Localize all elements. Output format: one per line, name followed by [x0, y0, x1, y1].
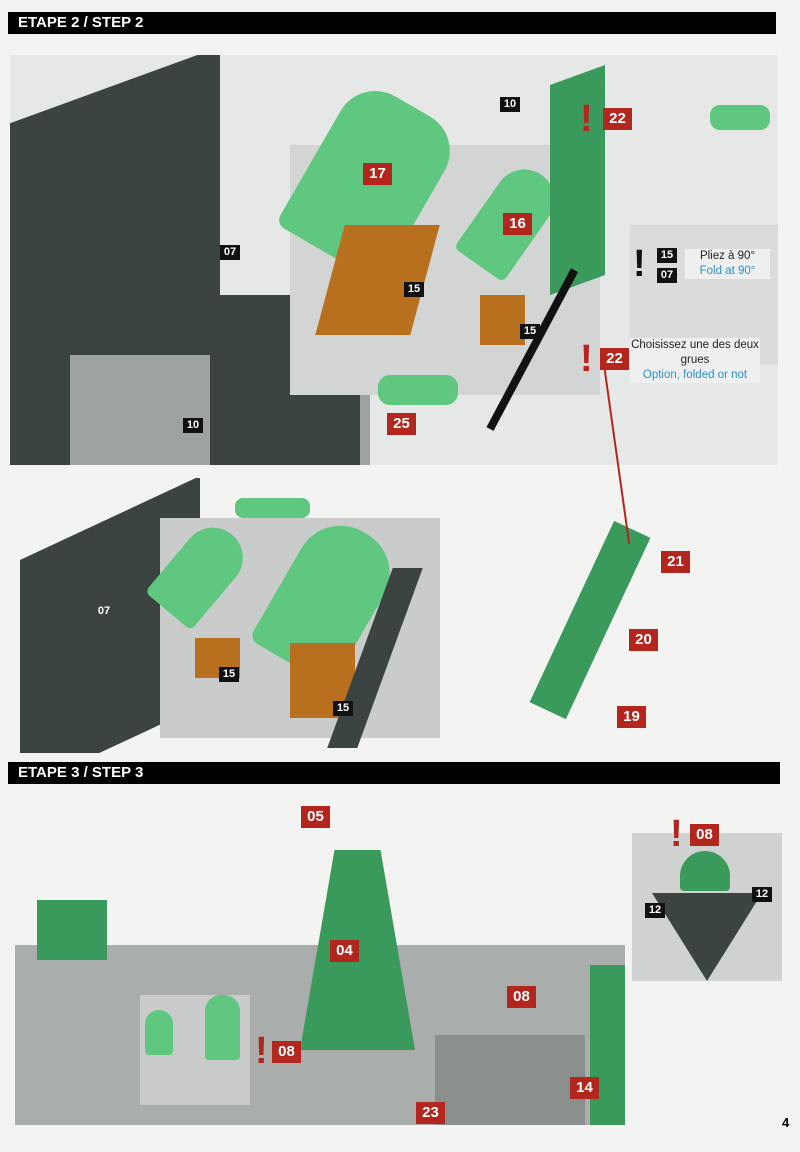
- part-label-15: 15: [219, 667, 239, 682]
- inset-part-08: 08: [690, 824, 719, 846]
- warning-icon: !: [580, 338, 593, 380]
- warning-icon: !: [580, 98, 593, 140]
- warning-icon: !: [633, 243, 646, 285]
- part-label-21: 21: [661, 551, 690, 573]
- part-label-20: 20: [629, 629, 658, 651]
- warning-icon: !: [670, 813, 683, 855]
- part-label-07: 07: [97, 605, 111, 617]
- step3-header: ETAPE 3 / STEP 3: [8, 762, 780, 784]
- part-label-10: 10: [500, 97, 520, 112]
- fold-note-fr: Pliez à 90°: [699, 250, 756, 262]
- step2-illustration-bottom: [10, 478, 450, 753]
- part-label-08: 08: [507, 986, 536, 1008]
- crane-note: Choisissez une des deux grues Option, fo…: [630, 338, 760, 383]
- part-label-15: 15: [520, 324, 540, 339]
- fold-part-15: 15: [657, 248, 677, 263]
- fold-note: Pliez à 90° Fold at 90°: [685, 249, 770, 279]
- part-label-07: 07: [220, 245, 240, 260]
- part-label-17: 17: [363, 163, 392, 185]
- part-label-08: 08: [272, 1041, 301, 1063]
- inset-part-12: 12: [645, 903, 665, 918]
- page-number: 4: [782, 1115, 790, 1130]
- part-label-19: 19: [617, 706, 646, 728]
- part-label-22: 22: [603, 108, 632, 130]
- warning-icon: !: [255, 1030, 268, 1072]
- part-label-23: 23: [416, 1102, 445, 1124]
- step3-inset: [632, 833, 782, 981]
- fold-part-07: 07: [657, 268, 677, 283]
- fold-note-en: Fold at 90°: [699, 265, 756, 277]
- inset-part-12: 12: [752, 887, 772, 902]
- step3-illustration: [15, 795, 625, 1125]
- part-label-10: 10: [183, 418, 203, 433]
- part-label-15: 15: [404, 282, 424, 297]
- crane-part: [529, 520, 651, 720]
- part-label-04: 04: [330, 940, 359, 962]
- part-label-15: 15: [333, 701, 353, 716]
- crane-note-fr: Choisissez une des deux grues: [631, 339, 759, 366]
- crane-part-22: 22: [600, 348, 629, 370]
- step2-header: ETAPE 2 / STEP 2: [8, 12, 776, 34]
- part-label-16: 16: [503, 213, 532, 235]
- part-label-14: 14: [570, 1077, 599, 1099]
- part-label-05: 05: [301, 806, 330, 828]
- part-label-25: 25: [387, 413, 416, 435]
- crane-note-en: Option, folded or not: [642, 369, 748, 381]
